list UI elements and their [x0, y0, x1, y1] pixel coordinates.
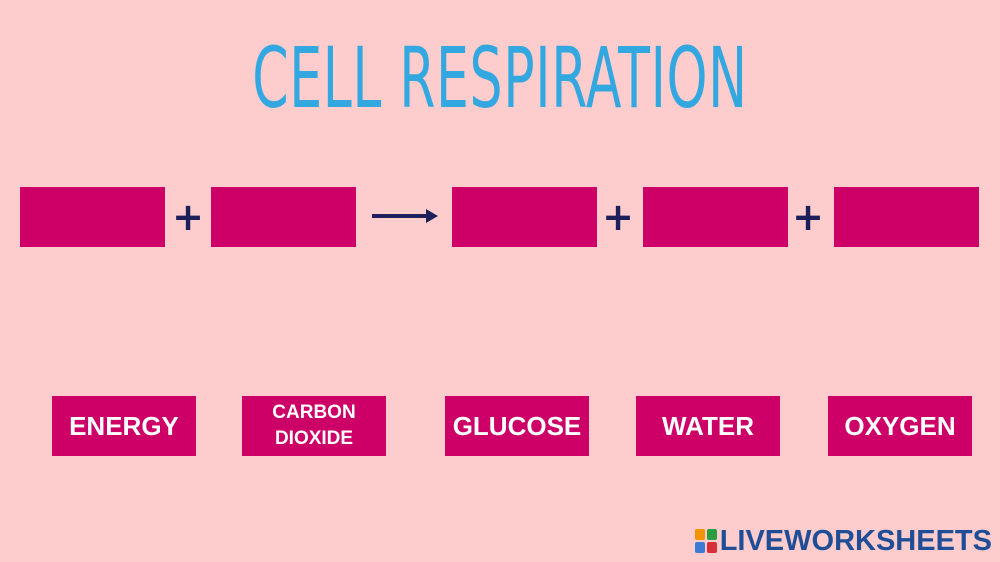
- drop-slot-reactant-2[interactable]: [211, 187, 356, 247]
- plus-sign: +: [602, 195, 634, 239]
- right-arrow-icon: [372, 209, 438, 223]
- liveworksheets-logo-icon: [694, 529, 717, 553]
- tile-oxygen[interactable]: OXYGEN: [828, 396, 972, 456]
- tile-water[interactable]: WATER: [636, 396, 780, 456]
- tile-glucose[interactable]: GLUCOSE: [445, 396, 589, 456]
- drop-slot-product-2[interactable]: [643, 187, 788, 247]
- tile-energy[interactable]: ENERGY: [52, 396, 196, 456]
- plus-sign: +: [172, 195, 204, 239]
- brand-name: LIVEWORKSHEETS: [719, 525, 992, 557]
- drop-slot-product-1[interactable]: [452, 187, 597, 247]
- plus-sign: +: [792, 195, 824, 239]
- drop-slot-reactant-1[interactable]: [20, 187, 165, 247]
- page-title: CELL RESPIRATION: [252, 29, 748, 127]
- drop-slot-product-3[interactable]: [834, 187, 979, 247]
- brand-watermark: LIVEWORKSHEETS: [694, 525, 992, 557]
- tile-carbon-dioxide[interactable]: CARBON DIOXIDE: [242, 396, 386, 456]
